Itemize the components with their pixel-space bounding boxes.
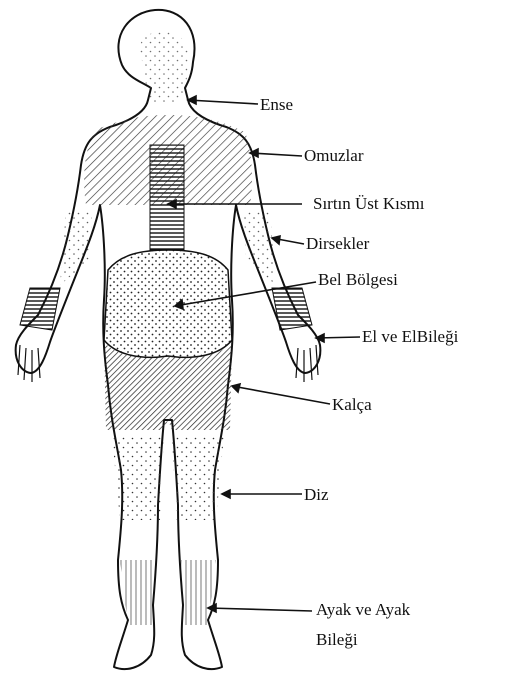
label-diz: Diz [304,485,329,505]
label-sirtin-ust-kismi: Sırtın Üst Kısmı [313,194,424,214]
label-kalca: Kalça [332,395,372,415]
label-ayak-line2: Bileği [316,630,358,650]
label-ayak-line1: Ayak ve Ayak [316,600,410,620]
neck-zone-shade [140,32,188,105]
right-knee-zone-shade [172,435,224,520]
label-omuzlar: Omuzlar [304,146,363,166]
label-bel-bolgesi: Bel Bölgesi [318,270,398,290]
lower-back-zone-shade [104,250,232,357]
label-el-ve-elbilegi: El ve ElBileği [362,327,458,347]
left-hand-fingers [18,345,40,382]
label-ense: Ense [260,95,293,115]
label-dirsekler: Dirsekler [306,234,369,254]
right-wrist-zone-shade [272,288,312,330]
left-knee-zone-shade [112,435,164,520]
left-wrist-zone-shade [20,288,60,330]
upper-back-zone-shade [150,145,184,250]
right-hand-fingers [296,345,318,382]
